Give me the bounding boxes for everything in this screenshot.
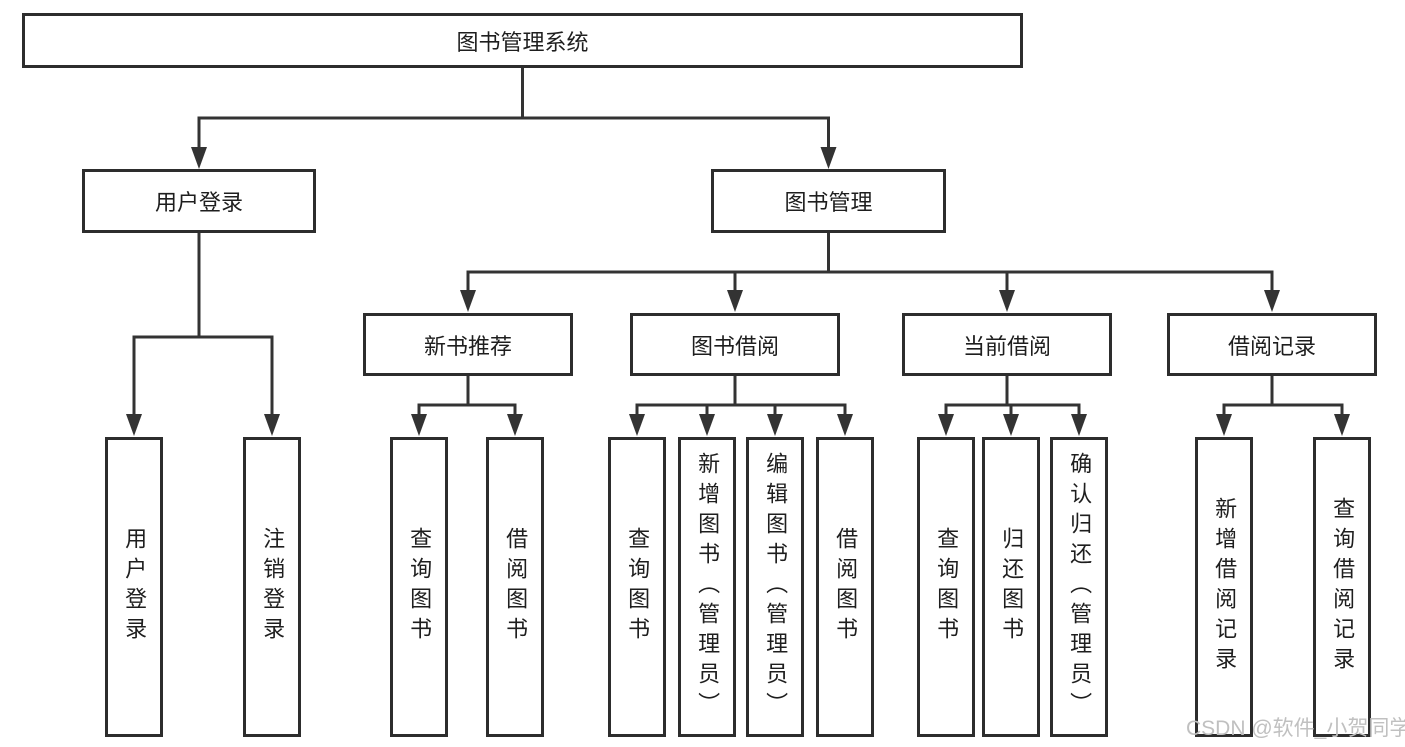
node-new-book-recommendation-label: 新书推荐 — [423, 333, 512, 359]
arrow-down-icon — [1264, 290, 1280, 312]
arrow-down-icon — [1216, 414, 1232, 436]
arrow-down-icon — [837, 414, 853, 436]
node-borrowing-records-label: 借阅记录 — [1227, 333, 1316, 359]
leaf-return-books: 归还图书 — [982, 437, 1040, 737]
node-borrowing-records: 借阅记录 — [1167, 313, 1377, 376]
watermark: CSDN @软件_小贺同学 — [1186, 717, 1405, 740]
leaf-query-books-recommend: 查询图书 — [390, 437, 448, 737]
arrow-down-icon — [1071, 414, 1087, 436]
node-user-login-label: 用户登录 — [154, 190, 243, 215]
node-new-book-recommendation: 新书推荐 — [363, 313, 573, 376]
leaf-add-borrow-record: 新增借阅记录 — [1195, 437, 1253, 737]
node-user-login: 用户登录 — [82, 169, 316, 233]
node-current-borrowing-label: 当前借阅 — [962, 333, 1051, 359]
arrow-down-icon — [126, 414, 142, 436]
arrow-down-icon — [507, 414, 523, 436]
leaf-edit-books-admin: 编辑图书（管理员） — [746, 437, 804, 737]
leaf-query-books-recommend-label: 查询图书 — [407, 527, 433, 647]
leaf-add-books-admin: 新增图书（管理员） — [678, 437, 736, 737]
arrow-down-icon — [460, 290, 476, 312]
leaf-return-books-label: 归还图书 — [999, 527, 1025, 647]
leaf-logout-login-label: 注销登录 — [260, 527, 286, 647]
leaf-logout-login: 注销登录 — [243, 437, 301, 737]
leaf-query-books-borrowing: 查询图书 — [608, 437, 666, 737]
leaf-query-books-borrowing-label: 查询图书 — [625, 527, 651, 647]
leaf-query-borrow-record-label: 查询借阅记录 — [1330, 497, 1356, 677]
leaf-borrow-books-borrowing-label: 借阅图书 — [833, 527, 859, 647]
arrow-down-icon — [1334, 414, 1350, 436]
node-book-management-label: 图书管理 — [784, 190, 873, 215]
leaf-borrow-books-borrowing: 借阅图书 — [816, 437, 874, 737]
leaf-edit-books-admin-label: 编辑图书（管理员） — [763, 452, 789, 722]
arrow-down-icon — [727, 290, 743, 312]
leaf-user-login: 用户登录 — [105, 437, 163, 737]
arrow-down-icon — [1003, 414, 1019, 436]
leaf-add-borrow-record-label: 新增借阅记录 — [1212, 497, 1238, 677]
leaf-query-borrow-record: 查询借阅记录 — [1313, 437, 1371, 737]
arrow-down-icon — [264, 414, 280, 436]
arrow-down-icon — [411, 414, 427, 436]
leaf-borrow-books-recommend: 借阅图书 — [486, 437, 544, 737]
leaf-query-books-current: 查询图书 — [917, 437, 975, 737]
arrow-down-icon — [629, 414, 645, 436]
node-book-management: 图书管理 — [711, 169, 946, 233]
node-root: 图书管理系统 — [22, 13, 1023, 68]
node-book-borrowing-label: 图书借阅 — [690, 333, 779, 359]
arrow-down-icon — [820, 147, 837, 169]
leaf-user-login-label: 用户登录 — [122, 527, 148, 647]
arrow-down-icon — [191, 147, 207, 169]
arrow-down-icon — [767, 414, 783, 436]
leaf-borrow-books-recommend-label: 借阅图书 — [503, 527, 529, 647]
node-root-label: 图书管理系统 — [456, 29, 589, 55]
leaf-add-books-admin-label: 新增图书（管理员） — [695, 452, 721, 722]
leaf-confirm-return-admin: 确认归还（管理员） — [1050, 437, 1108, 737]
node-book-borrowing: 图书借阅 — [630, 313, 840, 376]
arrow-down-icon — [699, 414, 715, 436]
arrow-down-icon — [938, 414, 954, 436]
leaf-confirm-return-admin-label: 确认归还（管理员） — [1067, 452, 1093, 722]
leaf-query-books-current-label: 查询图书 — [934, 527, 960, 647]
arrow-down-icon — [999, 290, 1015, 312]
node-current-borrowing: 当前借阅 — [902, 313, 1112, 376]
